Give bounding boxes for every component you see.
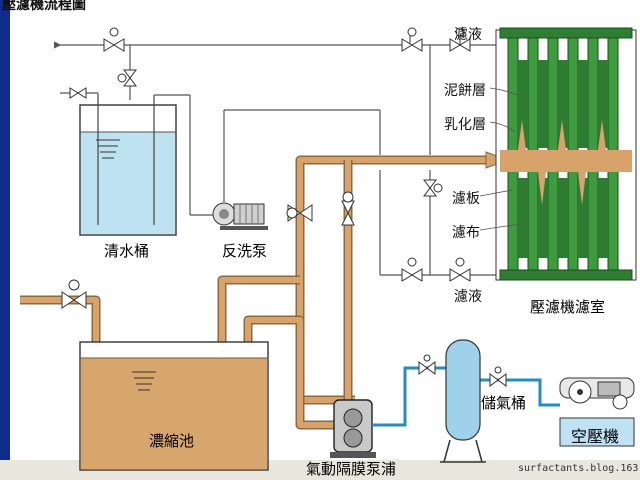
diaphragm-pump-label: 氣動隔膜泵浦 <box>306 460 397 478</box>
backwash-pump-label: 反洗泵 <box>222 242 268 260</box>
label-leader-lines <box>479 87 521 231</box>
compressor-label: 空壓機 <box>571 427 620 446</box>
valve-air-1[interactable] <box>418 354 436 375</box>
valve-clear-return[interactable] <box>117 69 137 87</box>
thick-tank-label: 濃縮池 <box>149 432 195 450</box>
valve-feed-1[interactable] <box>286 204 313 222</box>
source-credit: surfactants.blog.163.com <box>518 463 640 474</box>
thickening-tank <box>79 341 269 471</box>
filtrate-bottom-label: 濾液 <box>454 289 482 305</box>
clear-tank-label: 清水桶 <box>104 242 150 260</box>
valve-top-1[interactable] <box>103 27 125 52</box>
valve-top-2[interactable] <box>401 27 423 52</box>
filtrate-return-line <box>54 30 501 49</box>
clear-water-tank <box>79 95 177 236</box>
valve-thick-inlet[interactable] <box>61 279 87 309</box>
valve-top-3[interactable] <box>449 27 471 52</box>
valve-bottom-2[interactable] <box>449 257 471 282</box>
air-receiver <box>440 339 486 463</box>
filter-cloth-label: 濾布 <box>452 225 480 241</box>
air-tank-label: 儲氣桶 <box>481 394 527 412</box>
emulsion-layer-label: 乳化層 <box>444 117 486 133</box>
filter-press-stack <box>495 27 637 281</box>
valve-feed-2[interactable] <box>341 191 355 226</box>
diaphragm-pump[interactable] <box>330 399 376 458</box>
filter-chamber-label: 壓濾機濾室 <box>530 298 606 316</box>
diagram-title: 壓濾機流程圖 <box>2 0 86 13</box>
cake-layer-label: 泥餅層 <box>444 83 486 99</box>
backwash-pump[interactable] <box>212 202 268 230</box>
valve-air-2[interactable] <box>489 366 507 387</box>
valve-clear-inlet[interactable] <box>69 87 87 99</box>
left-edge-bar <box>0 0 10 480</box>
air-compressor[interactable] <box>559 377 635 447</box>
valve-mid-1[interactable] <box>423 179 443 197</box>
valve-bottom-1[interactable] <box>401 257 423 282</box>
filter-plate-label: 濾板 <box>452 191 480 207</box>
filtrate-top-label: 濾液 <box>454 27 482 43</box>
